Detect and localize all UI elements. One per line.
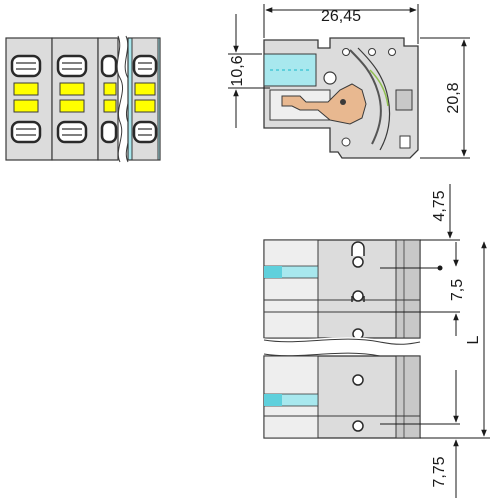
side-view — [263, 37, 419, 159]
dimension-pitch: 7,5 — [380, 242, 466, 336]
dimension-bottom-offset: 7,75 — [380, 370, 460, 498]
dimension-width: 26,45 — [263, 4, 419, 44]
dimension-total-height: 20,8 — [420, 37, 470, 159]
dimension-length: L — [420, 241, 490, 439]
front-module-end — [127, 37, 161, 161]
dimension-top-offset-label: 4,75 — [431, 190, 448, 221]
front-module-partial — [97, 37, 119, 161]
dimension-top-offset: 4,75 — [420, 184, 460, 241]
dimension-pitch-label: 7,5 — [449, 279, 466, 301]
top-view-upper — [263, 239, 421, 340]
dimension-clamp-height-label: 10,6 — [229, 55, 246, 86]
dimension-bottom-offset-label: 7,75 — [431, 456, 448, 487]
top-view-lower — [263, 355, 421, 439]
dimension-clamp-height: 10,6 — [228, 14, 270, 128]
clamp-spring — [281, 83, 367, 125]
front-module — [5, 37, 53, 161]
front-view — [5, 35, 161, 163]
dimension-total-height-label: 20,8 — [445, 82, 462, 113]
break-line — [117, 36, 131, 162]
dimension-length-label: L — [465, 335, 482, 344]
front-module — [51, 37, 99, 161]
top-view — [262, 239, 422, 439]
dimension-width-label: 26,45 — [321, 8, 361, 25]
